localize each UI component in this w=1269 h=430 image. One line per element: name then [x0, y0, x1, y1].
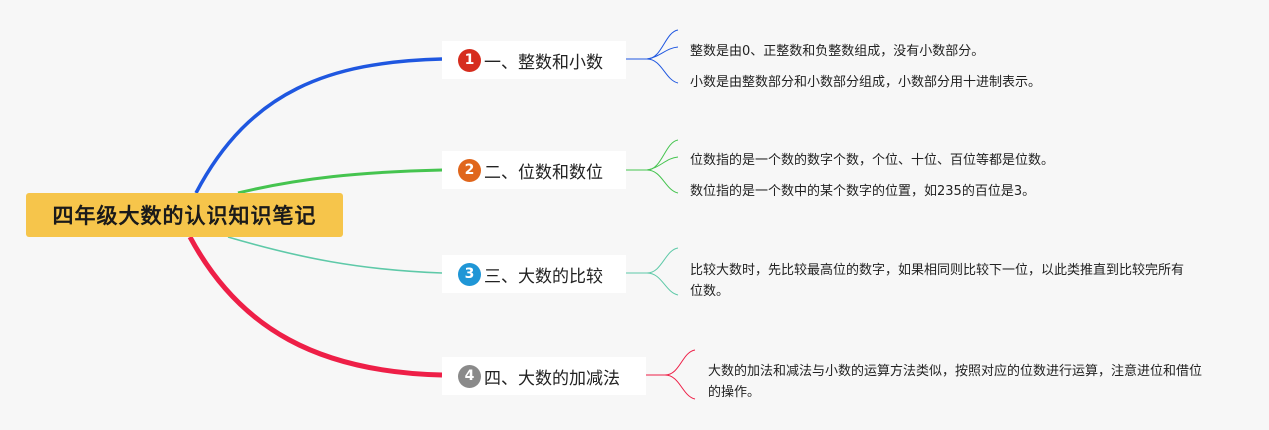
- sub-line-2c: [646, 156, 679, 171]
- sub-line-2b: [646, 169, 679, 194]
- note-2-1[interactable]: 位数指的是一个数的数字个数，个位、十位、百位等都是位数。: [690, 153, 1055, 168]
- note-3-1[interactable]: 比较大数时，先比较最高位的数字，如果相同则比较下一位，以此类推直到比较完所有位数…: [690, 263, 1185, 299]
- number-badge: 2: [458, 158, 481, 182]
- note-1-2[interactable]: 小数是由整数部分和小数部分组成，小数部分用十进制表示。: [690, 75, 1042, 90]
- sub-line-1b: [646, 58, 679, 84]
- root-topic[interactable]: 四年级大数的认识知识笔记: [26, 193, 343, 237]
- topic-label: 一、整数和小数: [484, 52, 603, 73]
- topic-label: 三、大数的比较: [484, 266, 603, 287]
- branch-line-2: [237, 168, 443, 195]
- sub-line-3b: [646, 272, 679, 296]
- note-1-1[interactable]: 整数是由0、正整数和负整数组成，没有小数部分。: [690, 44, 985, 59]
- root-title: 四年级大数的认识知识笔记: [52, 204, 317, 228]
- topic-label: 四、大数的加减法: [484, 368, 620, 389]
- number-badge: 3: [458, 262, 481, 286]
- note-2-2[interactable]: 数位指的是一个数中的某个数字的位置，如235的百位是3。: [690, 184, 1036, 199]
- topic-2[interactable]: 2 二、位数和数位: [442, 151, 626, 189]
- sub-line-2a: [626, 139, 679, 171]
- topic-3[interactable]: 3 三、大数的比较: [442, 255, 626, 293]
- sub-line-3a: [626, 247, 679, 274]
- branch-line-4: [187, 235, 443, 378]
- note-4-1[interactable]: 大数的加法和减法与小数的运算方法类似，按照对应的位数进行运算，注意进位和借位的操…: [708, 364, 1203, 400]
- branch-line-1: [194, 57, 443, 194]
- number-badge: 1: [458, 48, 481, 72]
- topic-1[interactable]: 1 一、整数和小数: [442, 41, 626, 79]
- sub-line-4b: [664, 374, 696, 400]
- topic-label: 二、位数和数位: [484, 162, 603, 183]
- branch-line-3: [227, 236, 443, 274]
- sub-line-1c: [646, 46, 679, 60]
- sub-line-4a: [646, 349, 696, 376]
- number-badge: 4: [458, 364, 481, 388]
- topic-4[interactable]: 4 四、大数的加减法: [442, 357, 646, 395]
- sub-line-1a: [626, 29, 679, 60]
